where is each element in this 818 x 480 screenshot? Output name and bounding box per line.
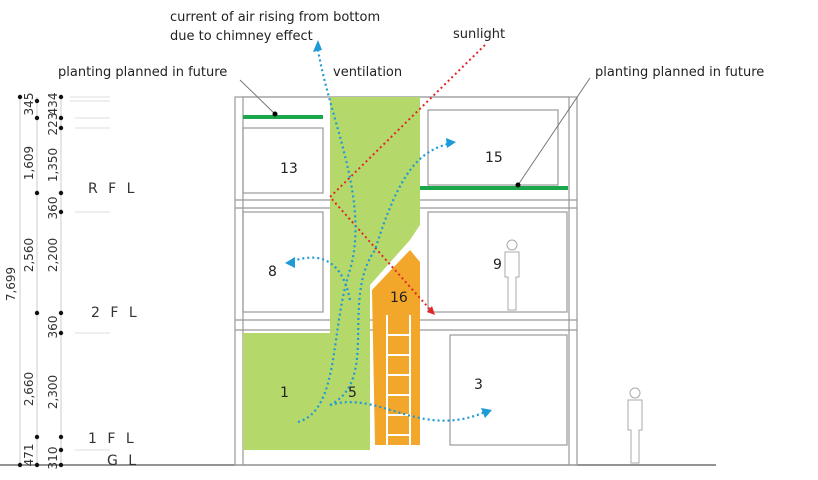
room-13: 13 <box>280 161 298 177</box>
dim-inner-3: 360 <box>46 197 60 220</box>
planting-label-left: planting planned in future <box>58 65 227 80</box>
dimension-dots <box>17 94 64 468</box>
dim-inner-0: 434 <box>46 93 60 116</box>
person-figure-icon <box>504 239 643 464</box>
dimension-dot <box>34 190 40 196</box>
room-3: 3 <box>474 377 483 393</box>
stair-orange <box>372 250 420 445</box>
dim-outer-3: 2,660 <box>22 372 36 406</box>
room-15: 15 <box>485 150 503 166</box>
leader-dot-right <box>515 182 521 188</box>
dimension-dot <box>58 434 64 440</box>
dimension-dot <box>58 447 64 453</box>
dimension-dot <box>34 98 40 104</box>
dimension-dot <box>34 434 40 440</box>
sunlight-arrow-icon <box>427 306 435 315</box>
dimension-dot <box>34 462 40 468</box>
dim-inner-6: 2,300 <box>46 375 60 409</box>
room-1: 1 <box>280 385 289 401</box>
dim-inner-7: 310 <box>46 447 60 470</box>
leader-right <box>517 77 591 186</box>
level-2fl: 2 F L <box>91 305 140 321</box>
dim-outer-0: 345 <box>22 93 36 116</box>
dimension-dot <box>58 115 64 121</box>
dimension-dot <box>58 462 64 468</box>
dimension-dot <box>58 209 64 215</box>
dimension-dot <box>34 115 40 121</box>
leader-guides <box>70 96 110 451</box>
dim-outer-4: 471 <box>22 444 36 467</box>
sunlight-label: sunlight <box>453 27 505 42</box>
dim-outer-2: 2,560 <box>22 238 36 272</box>
void-green-space <box>243 97 420 450</box>
level-gl: G L <box>107 453 139 469</box>
dimension-dot <box>58 190 64 196</box>
dimension-dot <box>58 310 64 316</box>
dim-inner-4: 2,200 <box>46 238 60 272</box>
air-label-line2: due to chimney effect <box>170 29 313 44</box>
planting-bar-right <box>420 186 568 190</box>
dim-inner-1: 223 <box>46 113 60 136</box>
level-rfl: R F L <box>88 181 137 197</box>
ventilation-label: ventilation <box>333 65 402 80</box>
dim-inner-5: 360 <box>46 316 60 339</box>
leader-dot-left <box>272 111 278 117</box>
room-5: 5 <box>348 385 357 401</box>
planting-bar-left <box>243 115 323 119</box>
ladder <box>386 315 411 445</box>
air-current-paths <box>289 49 486 424</box>
planting-label-right: planting planned in future <box>595 65 764 80</box>
dimension-dot <box>17 94 23 100</box>
dimension-dot <box>58 94 64 100</box>
room-8: 8 <box>268 264 277 280</box>
leader-left <box>239 79 276 115</box>
dimension-lines <box>19 97 62 465</box>
air-arrowheads <box>285 40 492 418</box>
air-label-line1: current of air rising from bottom <box>170 10 380 25</box>
level-1fl: 1 F L <box>88 431 137 447</box>
dimension-dot <box>58 330 64 336</box>
dim-outer-1: 1,609 <box>22 146 36 180</box>
dim-total: 7,699 <box>4 267 18 301</box>
room-16: 16 <box>390 290 408 306</box>
dimension-dot <box>34 310 40 316</box>
dimension-dot <box>17 462 23 468</box>
room-9: 9 <box>493 257 502 273</box>
dim-inner-2: 1,350 <box>46 148 60 182</box>
dimension-dot <box>58 125 64 131</box>
